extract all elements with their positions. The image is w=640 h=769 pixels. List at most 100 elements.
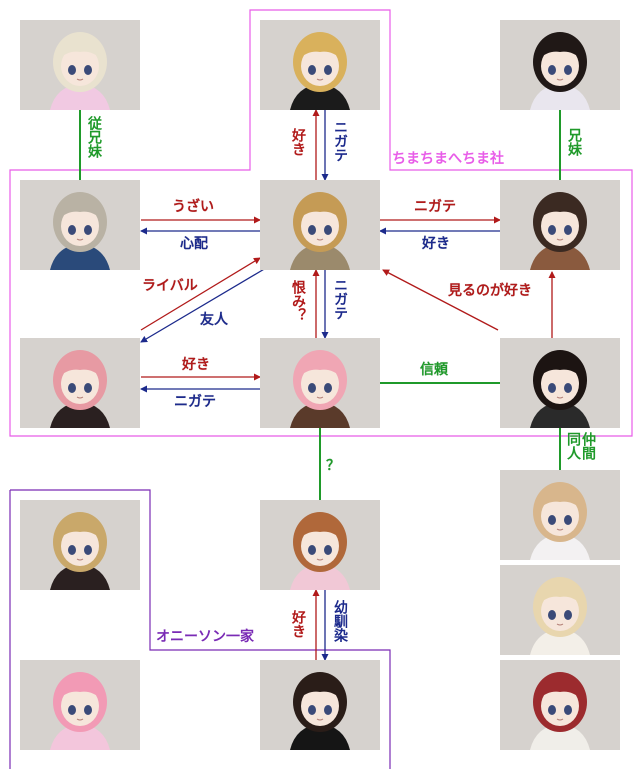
character-photo-blonde-bow [500,470,620,560]
doll-mouth [316,78,324,81]
doll-outfit [290,244,350,270]
doll-face [301,526,339,566]
edge-label-childhood-friend: 幼馴染 [332,600,348,642]
doll-outfit [530,724,590,750]
doll-right-eye [564,705,572,715]
edge-label-rival: ライバル [142,278,198,294]
character-photo-center-khaki [260,180,380,270]
group-border-chimachima [9,9,633,437]
character-photo-pink-long [260,338,380,428]
doll-right-eye [84,545,92,555]
doll-face [61,686,99,726]
doll-face [61,364,99,404]
doll-right-eye [324,65,332,75]
doll-right-eye [84,65,92,75]
doll-left-eye [68,383,76,393]
edge-label-enjoy-watching: 見るのが好き [448,283,532,299]
edge-label-worried: 心配 [180,236,208,252]
group-label-chimachima: ちまちまへちま社 [392,151,504,167]
doll-right-eye [564,65,572,75]
doll-right-eye [324,705,332,715]
doll-face [541,364,579,404]
doll-mouth [316,238,324,241]
group-label-onizon: オニーソン一家 [156,629,254,645]
doll-portrait-blonde-headband [500,565,620,655]
doll-left-eye [68,545,76,555]
doll-portrait-red-bob [500,660,620,750]
doll-portrait-blonde-bow [500,470,620,560]
doll-mouth [556,718,564,721]
doll-mouth [316,558,324,561]
doll-right-eye [564,515,572,525]
edge-label-resent: 恨み？ [290,280,306,322]
doll-outfit [290,402,350,428]
doll-bangs [538,36,582,60]
doll-mouth [76,238,84,241]
doll-left-eye [308,705,316,715]
doll-bangs [538,486,582,510]
doll-mouth [76,396,84,399]
doll-left-eye [548,610,556,620]
doll-portrait-silver-hair [20,180,140,270]
edge-label-like-bottom-left: 好き [182,357,210,373]
doll-mouth [556,623,564,626]
doll-face [541,686,579,726]
doll-portrait-black-twin-tails [500,20,620,110]
character-photo-pink-short [20,338,140,428]
character-photo-silver-hair [20,180,140,270]
doll-outfit [50,84,110,110]
doll-portrait-auburn-twin [260,500,380,590]
doll-portrait-center-khaki [260,180,380,270]
doll-left-eye [68,705,76,715]
edge-label-nigate-right: ニガテ [414,199,456,215]
doll-face [61,206,99,246]
doll-left-eye [308,383,316,393]
doll-mouth [316,718,324,721]
doll-right-eye [84,705,92,715]
doll-mouth [76,558,84,561]
edge-label-nigate-top: ニガテ [332,120,348,162]
character-photo-brunette-plaid [500,180,620,270]
doll-face [541,496,579,536]
character-photo-pink-pigtails [20,660,140,750]
doll-portrait-pink-short [20,338,140,428]
doll-right-eye [324,225,332,235]
friend-arrow [140,267,267,343]
doll-portrait-pink-pigtails [20,660,140,750]
doll-right-eye [324,383,332,393]
edge-label-like-top: 好き [290,128,306,156]
doll-bangs [298,196,342,220]
doll-outfit [530,629,590,655]
doll-bangs [298,676,342,700]
doll-portrait-glasses [500,338,620,428]
character-photo-auburn-twin [260,500,380,590]
doll-outfit [290,564,350,590]
doll-left-eye [308,225,316,235]
doll-face [301,364,339,404]
doll-mouth [556,238,564,241]
doll-outfit [530,402,590,428]
doll-bangs [538,581,582,605]
doll-left-eye [548,65,556,75]
doll-left-eye [548,383,556,393]
doll-portrait-blonde-scarf [20,500,140,590]
doll-face [61,46,99,86]
doll-outfit [50,402,110,428]
edge-label-trust: 信頼 [420,362,448,378]
doll-right-eye [564,225,572,235]
character-photo-red-bob [500,660,620,750]
doll-left-eye [548,515,556,525]
character-photo-glasses [500,338,620,428]
doll-portrait-cat-ears [260,660,380,750]
doll-mouth [316,396,324,399]
doll-outfit [290,84,350,110]
character-photo-black-twin-tails [500,20,620,110]
edge-label-friend: 友人 [200,312,228,328]
doll-bangs [58,36,102,60]
edge-label-like-lower: 好き [290,610,306,638]
doll-right-eye [324,545,332,555]
edge-label-annoying: うざい [172,199,214,215]
doll-outfit [530,534,590,560]
doll-outfit [50,564,110,590]
